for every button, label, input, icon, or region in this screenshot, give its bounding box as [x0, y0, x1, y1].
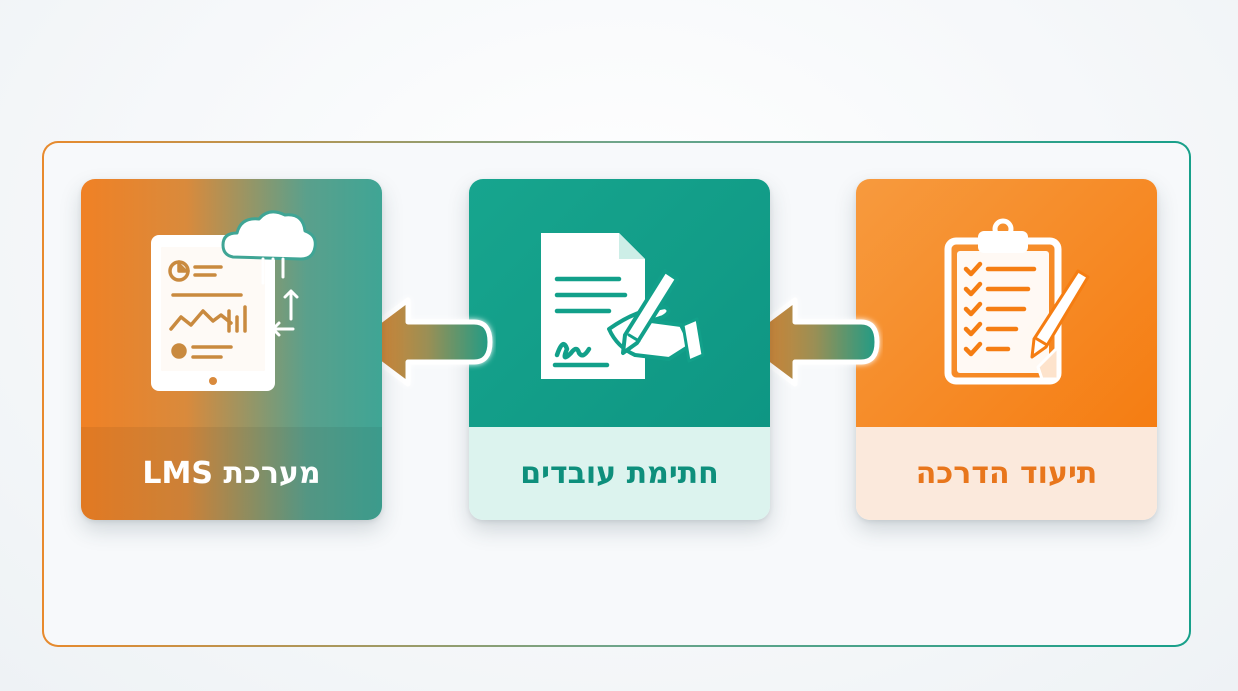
step-label-signature: חתימת עובדים	[520, 456, 719, 491]
step-card-lms-header	[81, 179, 382, 427]
step-card-lms-footer: מערכת LMS	[81, 427, 382, 520]
step-label-lms: מערכת LMS	[142, 456, 321, 491]
step-card-signature: חתימת עובדים	[469, 179, 770, 520]
step-card-training: תיעוד הדרכה	[856, 179, 1157, 520]
step-label-training: תיעוד הדרכה	[915, 456, 1098, 491]
tablet-cloud-dashboard-icon	[151, 210, 317, 391]
step-card-training-header	[856, 179, 1157, 427]
clipboard-checklist-icon	[944, 218, 1090, 385]
signing-document-icon	[541, 233, 705, 379]
step-card-signature-footer: חתימת עובדים	[469, 427, 770, 520]
step-card-signature-header	[469, 179, 770, 427]
step-card-training-footer: תיעוד הדרכה	[856, 427, 1157, 520]
flow-arrow-icon	[736, 297, 880, 387]
flow-arrow-icon	[349, 297, 493, 387]
step-card-lms: מערכת LMS	[81, 179, 382, 520]
